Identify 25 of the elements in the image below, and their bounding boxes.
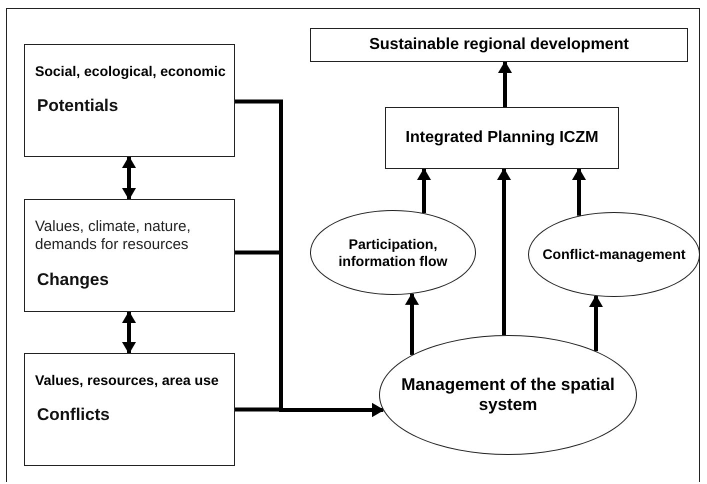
- node-heading: Changes: [36, 270, 109, 290]
- text-box: [24, 353, 235, 466]
- arrow: [589, 295, 603, 352]
- arrow: [417, 168, 431, 214]
- node-heading: Conflicts: [36, 404, 110, 425]
- arrow: [497, 168, 511, 336]
- text-box: [24, 199, 235, 312]
- arrow: [122, 156, 136, 200]
- node-text: Sustainable regional development: [369, 35, 629, 55]
- node-text: Values, climate, nature, demands for resources: [35, 218, 192, 254]
- node-text: Social, ecological, economic: [35, 63, 226, 80]
- arrow: [235, 403, 384, 417]
- node-text: Values, resources, area use: [35, 372, 219, 389]
- node-heading: Potentials: [36, 96, 118, 116]
- arrow: [405, 292, 419, 355]
- text-box: [24, 44, 235, 157]
- arrow: [572, 168, 586, 216]
- arrow: [122, 311, 136, 354]
- arrow: [498, 61, 512, 107]
- node-text: Participation, information flow: [338, 236, 448, 270]
- node-text: Management of the spatial system: [400, 374, 616, 416]
- process-box: [385, 107, 619, 169]
- node-text: Integrated Planning ICZM: [406, 128, 598, 148]
- node-text: Conflict-management: [542, 246, 686, 263]
- process-box: [310, 28, 688, 62]
